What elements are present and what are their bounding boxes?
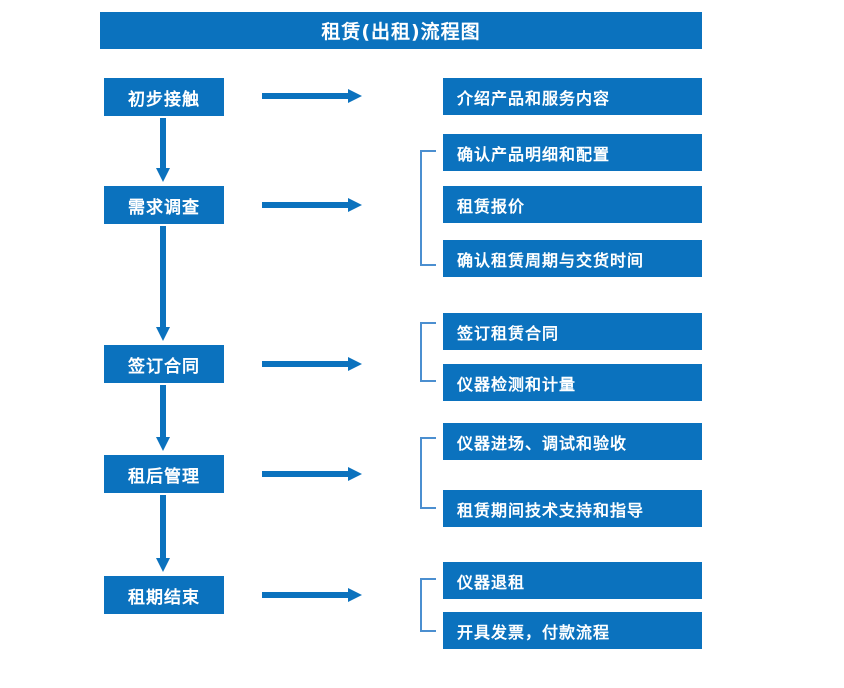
group-bracket-3 <box>420 437 436 509</box>
detail-box-7[interactable]: 仪器进场、调试和验收 <box>443 423 702 460</box>
vertical-arrow-4 <box>156 495 170 574</box>
page-title: 租赁(出租)流程图 <box>100 12 702 49</box>
stage-box-3[interactable]: 签订合同 <box>104 345 224 383</box>
detail-box-2[interactable]: 确认产品明细和配置 <box>443 134 702 171</box>
stage-box-2[interactable]: 需求调查 <box>104 186 224 224</box>
horizontal-arrow-4 <box>262 466 362 481</box>
vertical-arrow-3 <box>156 385 170 453</box>
stage-box-5[interactable]: 租期结束 <box>104 576 224 614</box>
detail-box-5[interactable]: 签订租赁合同 <box>443 313 702 350</box>
vertical-arrow-2 <box>156 226 170 343</box>
group-bracket-1 <box>420 150 436 266</box>
detail-box-3[interactable]: 租赁报价 <box>443 186 702 223</box>
detail-box-9[interactable]: 仪器退租 <box>443 562 702 599</box>
detail-box-4[interactable]: 确认租赁周期与交货时间 <box>443 240 702 277</box>
group-bracket-4 <box>420 578 436 632</box>
detail-box-8[interactable]: 租赁期间技术支持和指导 <box>443 490 702 527</box>
detail-box-10[interactable]: 开具发票，付款流程 <box>443 612 702 649</box>
horizontal-arrow-2 <box>262 197 362 212</box>
horizontal-arrow-5 <box>262 587 362 602</box>
vertical-arrow-1 <box>156 118 170 184</box>
horizontal-arrow-1 <box>262 88 362 103</box>
group-bracket-2 <box>420 322 436 382</box>
detail-box-1[interactable]: 介绍产品和服务内容 <box>443 78 702 115</box>
stage-box-4[interactable]: 租后管理 <box>104 455 224 493</box>
stage-box-1[interactable]: 初步接触 <box>104 78 224 116</box>
horizontal-arrow-3 <box>262 356 362 371</box>
detail-box-6[interactable]: 仪器检测和计量 <box>443 364 702 401</box>
